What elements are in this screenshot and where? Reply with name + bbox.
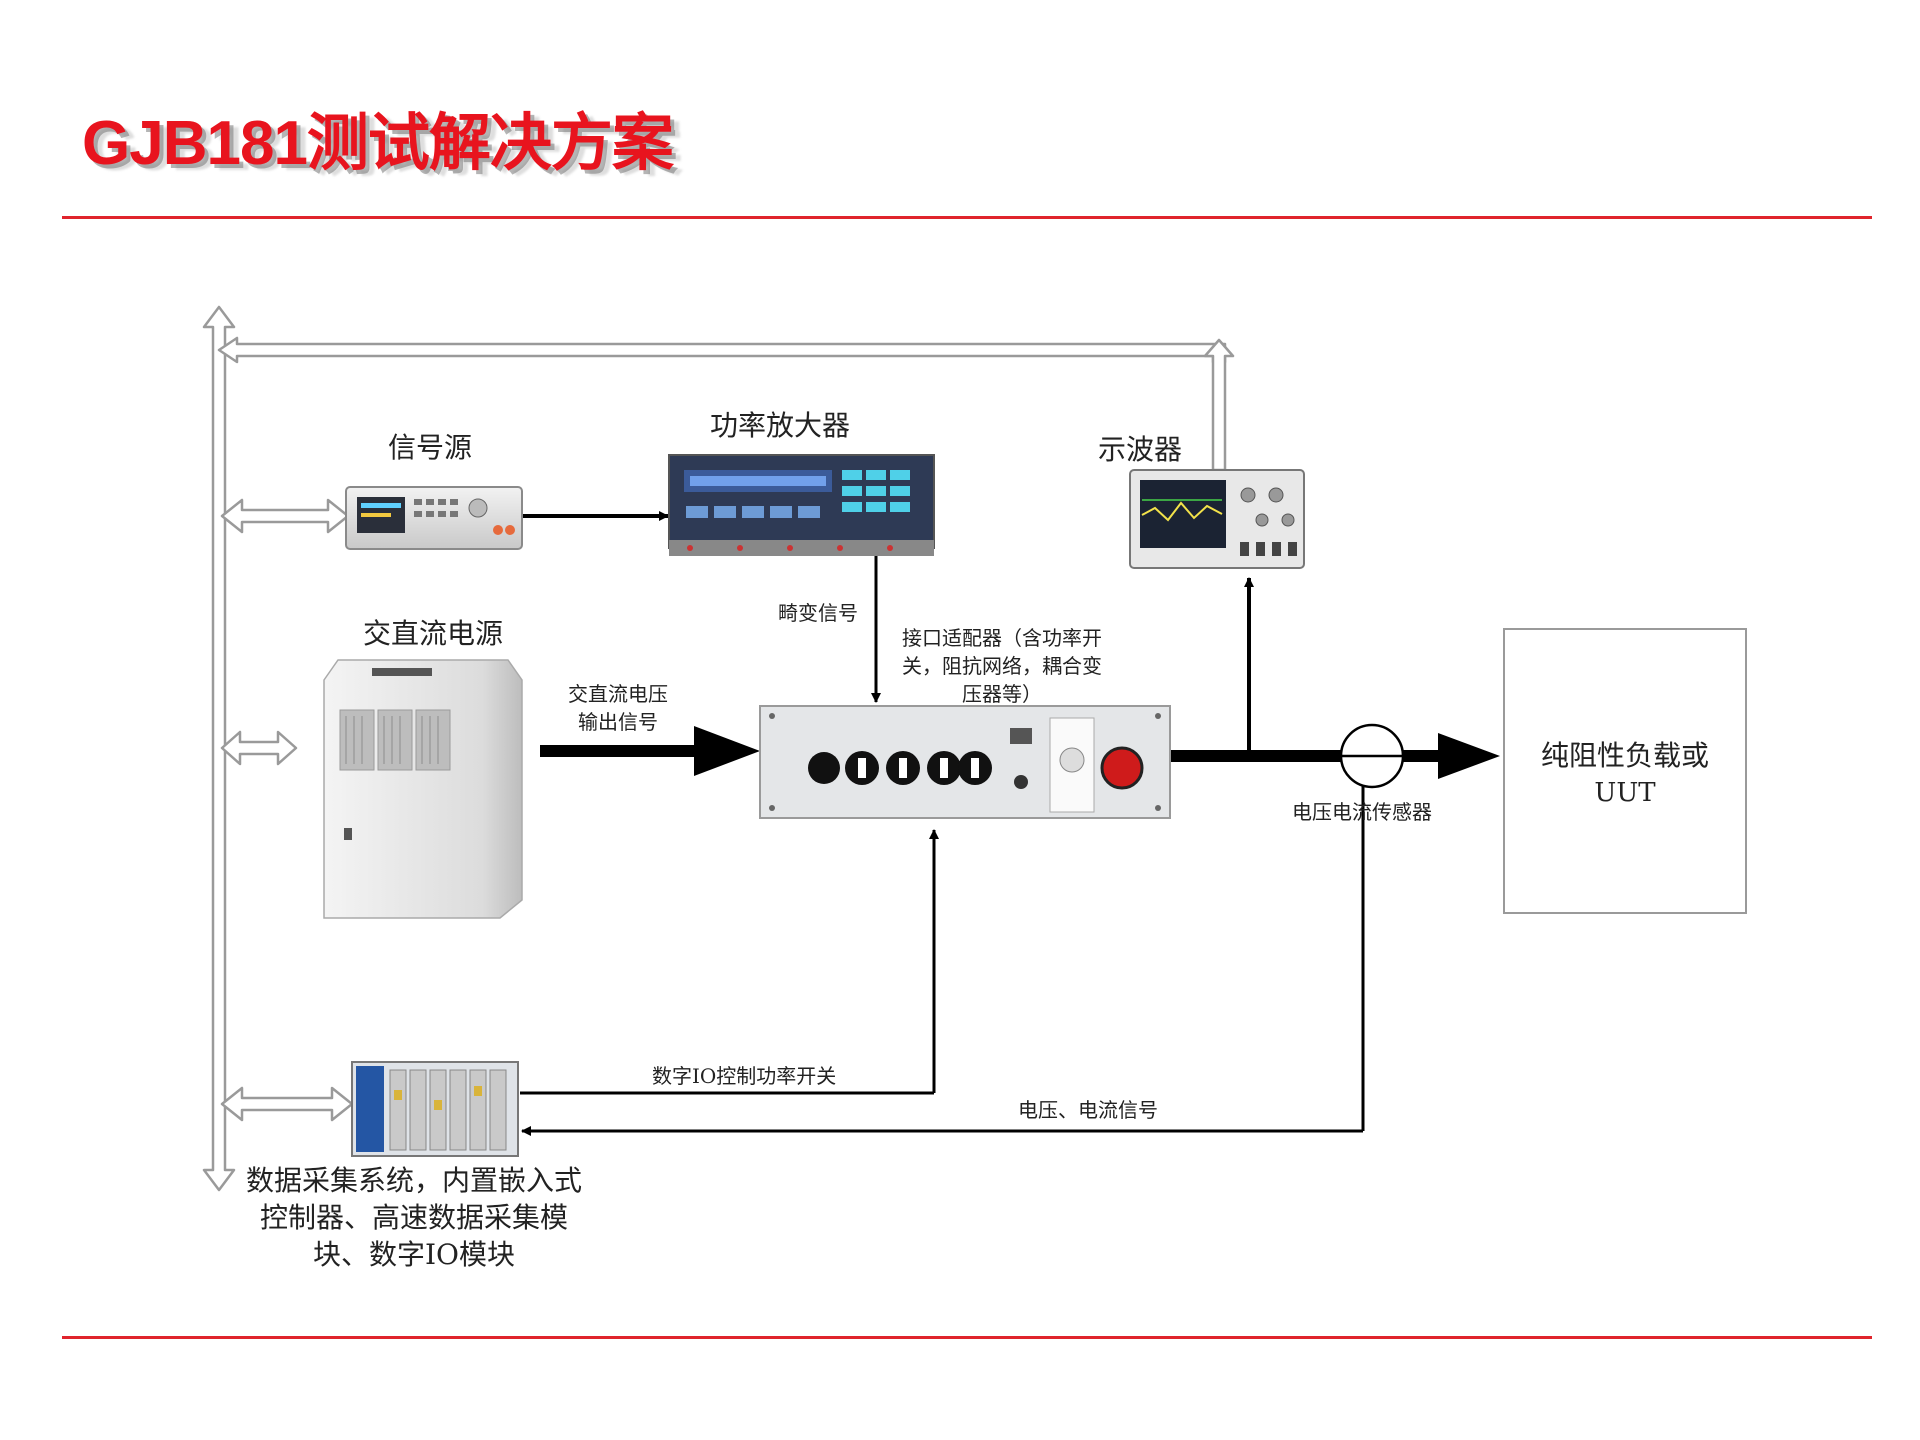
vertical-bus-arrow (202, 305, 236, 1192)
oscilloscope-bus-riser (1203, 338, 1235, 472)
ac-dc-power-supply-device (323, 659, 523, 919)
load-label-line-1: 纯阻性负载或 (1540, 739, 1709, 772)
oscilloscope-device (1129, 469, 1305, 569)
load-box: 纯阻性负载或 UUT (1503, 628, 1747, 914)
page-title: GJB181测试解决方案 (82, 109, 674, 178)
power-amplifier-device (668, 454, 935, 556)
power-amplifier-label: 功率放大器 (710, 409, 851, 442)
sensor-label: 电压电流传感器 (1292, 800, 1432, 824)
bottom-divider (62, 1336, 1872, 1339)
top-divider (62, 216, 1872, 219)
acdc-output-arrow-head (694, 726, 760, 776)
interface-adapter-device (759, 705, 1171, 819)
main-power-line (1168, 750, 1350, 762)
ac-dc-power-label: 交直流电源 (363, 617, 504, 650)
interface-adapter-label: 接口适配器（含功率开 关，阻抗网络，耦合变 压器等） (902, 624, 1102, 708)
bus-branch-power-supply (220, 730, 298, 766)
load-arrow-head (1438, 733, 1500, 779)
signal-generator-device (345, 486, 523, 550)
acdc-voltage-line-1: 交直流电压 (568, 682, 668, 706)
oscilloscope-label: 示波器 (1098, 433, 1183, 466)
bus-branch-daq (220, 1086, 354, 1122)
load-arrow-shaft (1394, 750, 1446, 762)
distortion-signal-label: 畸变信号 (778, 601, 858, 625)
daq-label-line-2: 控制器、高速数据采集模 (260, 1201, 569, 1234)
daq-system-label: 数据采集系统，内置嵌入式 控制器、高速数据采集模 块、数字IO模块 (246, 1162, 582, 1273)
signal-source-label: 信号源 (388, 431, 473, 464)
voltage-current-signal-label: 电压、电流信号 (1018, 1098, 1158, 1122)
digital-io-label: 数字IO控制功率开关 (652, 1064, 837, 1088)
acdc-voltage-line-2: 输出信号 (578, 710, 658, 734)
adapter-label-line-3: 压器等） (962, 682, 1042, 706)
top-bus-arrow (217, 336, 1227, 364)
bus-branch-signal-source (220, 498, 350, 534)
daq-chassis-device (351, 1061, 519, 1157)
voltage-current-sensor (1339, 723, 1405, 789)
daq-label-line-1: 数据采集系统，内置嵌入式 (246, 1164, 583, 1197)
daq-label-line-3: 块、数字IO模块 (312, 1238, 516, 1271)
acdc-output-arrow-shaft (540, 745, 700, 757)
adapter-label-line-2: 关，阻抗网络，耦合变 (902, 654, 1102, 678)
adapter-label-line-1: 接口适配器（含功率开 (902, 626, 1102, 650)
load-label-line-2: UUT (1594, 778, 1656, 808)
acdc-voltage-label: 交直流电压 输出信号 (568, 680, 668, 736)
